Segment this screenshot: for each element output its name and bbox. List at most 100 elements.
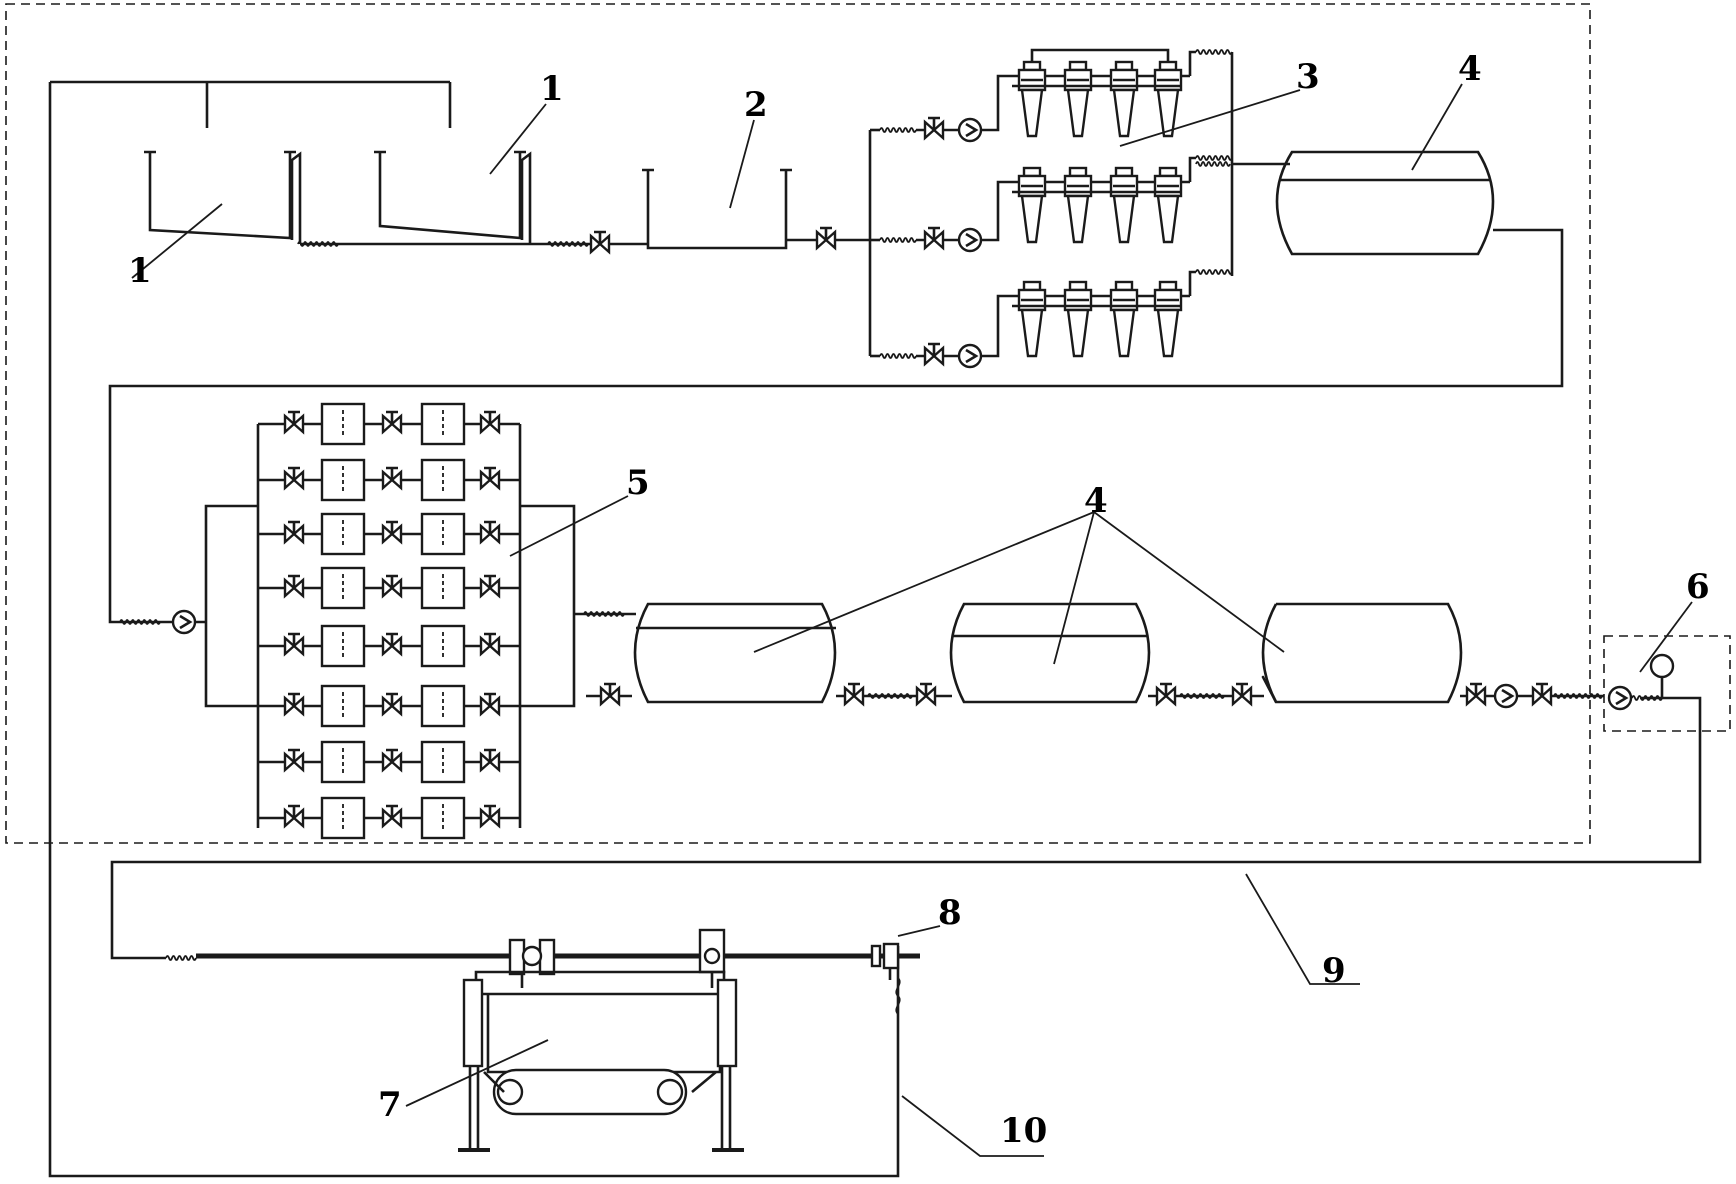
valve-icon [479,748,501,773]
drain-hose-8 [895,977,901,1015]
hydrocyclone [1153,166,1183,244]
conveyor-belt [492,1068,688,1116]
flexible-hose [297,241,339,247]
filter-row [258,566,520,610]
flexible-hose [879,127,917,133]
valve-icon [283,748,305,773]
hydrocyclone [1109,166,1139,244]
flexible-hose [1553,693,1603,699]
unit-6-pump-gauge [110,653,1702,960]
top-feed-header [50,80,452,128]
valve-icon [381,632,403,657]
valve-icon [599,682,621,707]
storage-tank-top [1275,150,1495,256]
valve-icon [479,520,501,545]
filter-row [258,796,520,840]
valve-icon [283,574,305,599]
flexible-hose [1195,49,1233,55]
hydrocyclone [1017,166,1047,244]
label-storage-tanks-lower: 4 [1084,481,1108,521]
filter-row [258,740,520,784]
pump-icon [1493,683,1519,709]
label-filter-bank: 5 [626,463,650,503]
hydrocyclone [1153,280,1183,358]
system-boundary [5,3,1731,844]
flexible-hose [879,237,917,243]
filter-press [196,928,920,1152]
valve-icon [283,466,305,491]
valve-icon [479,466,501,491]
hydrocyclone-row [870,269,1233,369]
lower-valves [165,682,1663,961]
valve-icon [381,574,403,599]
unit-6-boundary [1603,635,1731,732]
valve-icon [1231,682,1253,707]
valve-icon [283,410,305,435]
pump-icon [957,343,983,369]
pump-icon [1607,685,1633,711]
flexible-hose [547,241,589,247]
filter-bank-inlet-header [192,504,258,708]
valve-icon [589,230,611,255]
valve-icon [381,804,403,829]
valve-icon [381,748,403,773]
valve-icon [479,410,501,435]
buffer-tank [642,168,792,250]
filter-bank-outlet-header [520,504,576,708]
valve-icon [283,520,305,545]
hydrocyclone [1063,280,1093,358]
flexible-hose [1179,693,1225,699]
valve-icon [283,632,305,657]
filter-rows [119,402,625,840]
pump-icon [171,609,197,635]
hydrocyclone-row [870,155,1233,253]
valve-icon [283,804,305,829]
hydrocyclone [1017,280,1047,358]
filter-row [258,684,520,728]
hydrocyclone-rows [297,48,1233,369]
valve-icon [923,342,945,367]
valve-icon [815,226,837,251]
label-filter-press: 7 [378,1085,402,1125]
outlet-valve-8 [870,942,900,980]
flexible-hose [879,353,917,359]
pump-icon [957,227,983,253]
valve-icon [915,682,937,707]
label-outer-loop: 10 [1000,1111,1047,1151]
hydrocyclone [1109,280,1139,358]
valve-icon [381,692,403,717]
storage-tank-lower-2 [949,602,1151,704]
flexible-hose [1195,155,1233,161]
filter-row [258,402,520,446]
valve-icon [479,804,501,829]
flexible-hose [119,619,161,625]
leader-lines [131,83,1693,1157]
label-return-line: 9 [1322,951,1346,991]
storage-tank-lower-3 [1261,602,1463,704]
label-unit-6: 6 [1686,567,1710,607]
settling-tank-left [144,150,302,244]
storage-tank-lower-1 [633,602,837,704]
flexible-hose [165,955,197,961]
valve-icon [479,632,501,657]
label-settling-tank-right: 1 [540,69,564,109]
hydrocyclone [1153,60,1183,138]
label-buffer-tank: 2 [744,85,768,125]
filter-row [258,512,520,556]
label-storage-tank-top: 4 [1458,49,1482,89]
pump-icon [957,117,983,143]
valve-icon [843,682,865,707]
valve-icon [381,466,403,491]
hydrocyclone [1063,60,1093,138]
flexible-hose [867,693,913,699]
valve-icon [479,692,501,717]
valve-icon [923,226,945,251]
part-labels: 1 1 2 3 4 4 5 6 7 8 9 10 [128,49,1710,1151]
settling-tank-right [374,150,532,244]
label-settling-tank-left: 1 [128,251,152,291]
valve-icon [923,116,945,141]
hydrocyclone [1017,60,1047,138]
flexible-hose [1195,161,1231,167]
pressure-gauge-icon [1649,653,1675,679]
